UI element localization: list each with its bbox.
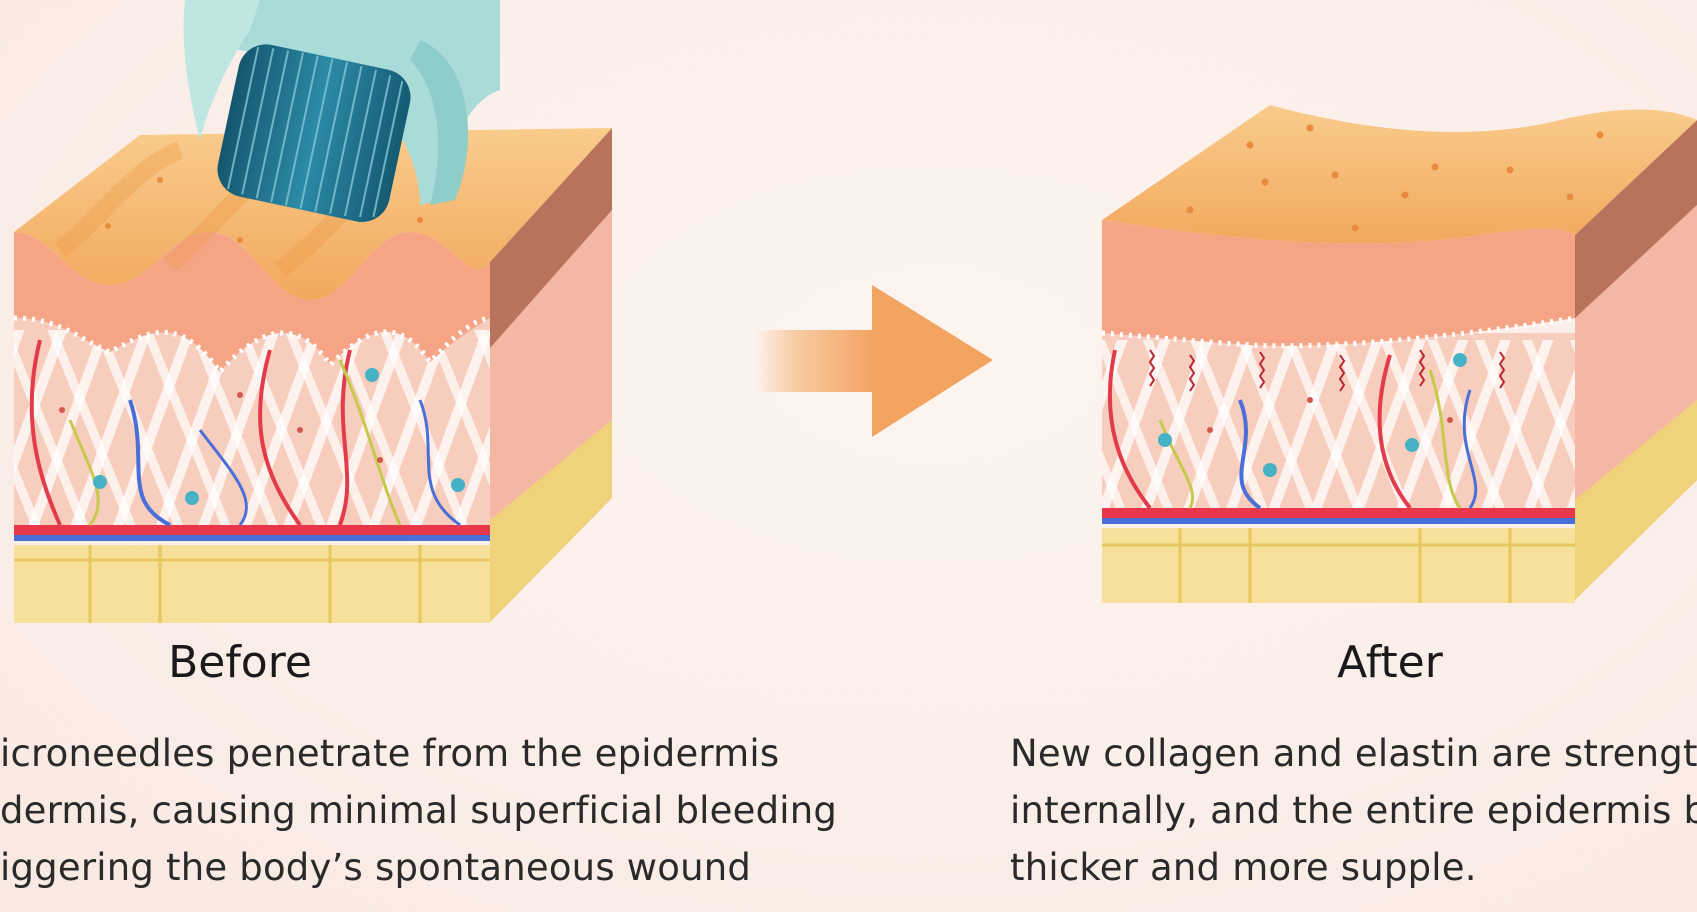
microneedle-roller-icon bbox=[184, 0, 500, 227]
right-arrow-icon bbox=[755, 285, 993, 437]
before-description-line: icroneedles penetrate from the epidermis bbox=[0, 725, 837, 782]
after-description-line: internally, and the entire epidermis be bbox=[1010, 782, 1697, 839]
after-skin-block bbox=[1102, 105, 1697, 603]
after-description-line: thicker and more supple. bbox=[1010, 839, 1697, 896]
after-description: New collagen and elastin are strengt int… bbox=[1010, 725, 1697, 896]
before-label: Before bbox=[140, 637, 340, 688]
after-description-line: New collagen and elastin are strengt bbox=[1010, 725, 1697, 782]
before-description: icroneedles penetrate from the epidermis… bbox=[0, 725, 837, 896]
before-description-line: dermis, causing minimal superficial blee… bbox=[0, 782, 837, 839]
before-description-line: iggering the body’s spontaneous wound bbox=[0, 839, 837, 896]
after-label: After bbox=[1290, 637, 1490, 688]
